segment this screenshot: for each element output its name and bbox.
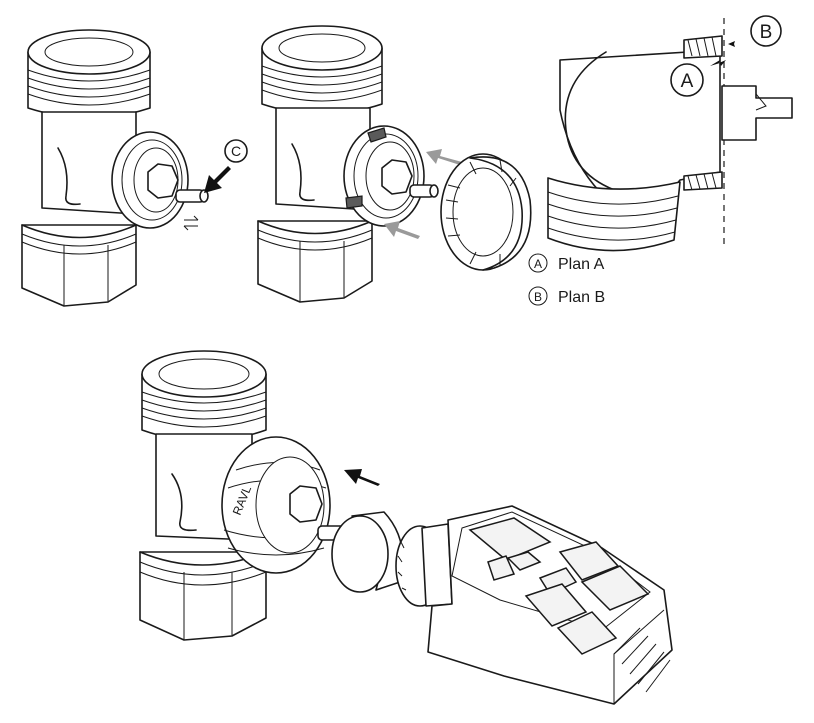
legend-text-a: Plan A xyxy=(558,256,605,273)
thermostat xyxy=(395,505,673,705)
grey-arrows xyxy=(384,149,462,239)
step-1-valve xyxy=(21,29,209,307)
label-c: C xyxy=(231,143,241,159)
legend-item-a: A Plan A xyxy=(528,253,605,273)
legend-key-b: B xyxy=(534,290,542,304)
legend-text-b: Plan B xyxy=(558,289,605,306)
label-a-callout: A xyxy=(670,63,704,97)
adapter-ring xyxy=(440,153,532,271)
cross-section xyxy=(547,18,793,252)
legend-item-b: B Plan B xyxy=(528,286,605,306)
mounted-adapter: RAVL xyxy=(221,436,353,574)
cylinder-adapter xyxy=(331,511,404,593)
step-2-valve xyxy=(257,25,439,303)
label-a: A xyxy=(681,71,694,92)
label-b-callout: B xyxy=(750,15,782,47)
black-arrow-c xyxy=(204,166,231,193)
legend-key-a: A xyxy=(534,257,542,271)
label-b: B xyxy=(760,22,773,43)
black-arrow-step3 xyxy=(344,469,380,486)
label-c-callout: C xyxy=(204,139,248,193)
step-3-valve xyxy=(139,350,267,641)
legend: A Plan A B Plan B xyxy=(528,253,605,306)
